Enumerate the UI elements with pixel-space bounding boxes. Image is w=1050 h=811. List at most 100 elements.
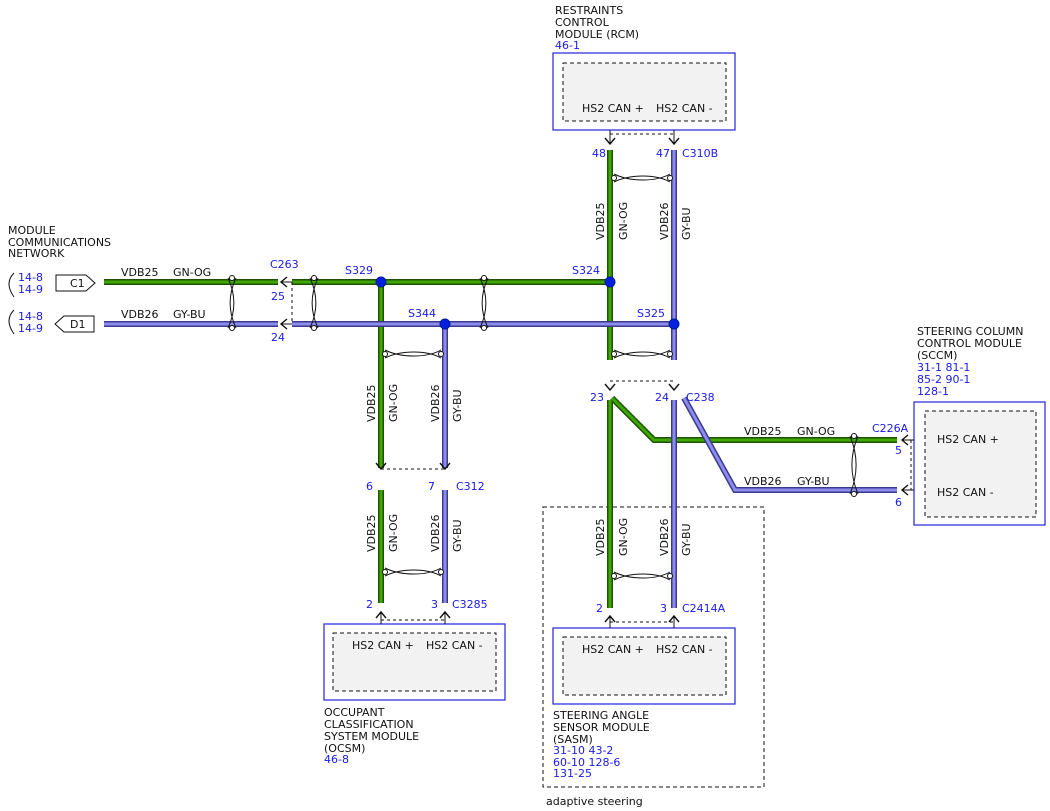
twist-left-2 xyxy=(309,275,319,331)
splice-s325-label: S325 xyxy=(637,307,665,320)
wire-label-sccm-minus-circuit: VDB26 xyxy=(744,475,782,488)
c310b-label: C310B xyxy=(682,147,718,160)
splice-s324-dot xyxy=(604,276,616,288)
network-title-line-3: NETWORK xyxy=(8,247,65,260)
rcm-name-line-2: CONTROL xyxy=(555,16,610,29)
sasm-module: HS2 CAN + HS2 CAN - xyxy=(552,627,736,705)
twist-rcm xyxy=(611,173,673,183)
sasm-name-line-1: STEERING ANGLE xyxy=(553,709,649,722)
d1-ref-2: 14-9 xyxy=(18,322,43,335)
c312-label: C312 xyxy=(456,480,485,493)
c2414a-pin-2: 2 xyxy=(596,602,603,615)
c238-pin-23: 23 xyxy=(590,391,604,404)
c1-offpage-connector[interactable]: C1 xyxy=(55,274,96,292)
sasm-pin-plus: HS2 CAN + xyxy=(582,643,644,656)
splice-s329-label: S329 xyxy=(345,264,373,277)
c3285-label: C3285 xyxy=(452,598,488,611)
sccm-module: HS2 CAN + HS2 CAN - xyxy=(913,401,1046,526)
wire-label-ocsm-upper-minus-circuit: VDB26 xyxy=(429,384,442,422)
wire-label-rcm-plus-color: GN-OG xyxy=(617,202,630,240)
connector-symbols xyxy=(279,130,914,628)
sccm-pin-minus: HS2 CAN - xyxy=(937,486,994,499)
rcm-name-line-1: RESTRAINTS xyxy=(555,4,623,17)
wire-label-sasm-minus-color: GY-BU xyxy=(680,523,693,556)
sasm-option-note: adaptive steering xyxy=(546,795,643,808)
c263-connector-symbol xyxy=(279,276,293,330)
rcm-pin-minus: HS2 CAN - xyxy=(656,102,713,115)
wire-label-ocsm-lower-minus-color: GY-BU xyxy=(451,519,464,552)
splice-points xyxy=(375,276,680,330)
c238-label: C238 xyxy=(686,391,715,404)
sccm-ref-line-1: 31-1 81-1 xyxy=(917,361,970,374)
sccm-name-line-3: (SCCM) xyxy=(917,349,957,362)
sccm-name-line-2: CONTROL MODULE xyxy=(917,337,1022,350)
ocsm-name-line-3: SYSTEM MODULE xyxy=(324,730,419,743)
c3285-pin-2: 2 xyxy=(366,598,373,611)
rcm-pin-plus: HS2 CAN + xyxy=(582,102,644,115)
c226a-pin-6: 6 xyxy=(895,496,902,509)
wire-label-sccm-plus-color: GN-OG xyxy=(797,425,835,438)
splice-s344-label: S344 xyxy=(408,307,436,320)
c312-pin-7: 7 xyxy=(428,480,435,493)
green-wires xyxy=(104,150,897,608)
sasm-ref-line-1: 31-10 43-2 xyxy=(553,744,613,757)
twist-ocsm xyxy=(382,567,444,577)
wire-label-d1-color: GY-BU xyxy=(173,308,206,321)
sasm-name-line-2: SENSOR MODULE xyxy=(553,721,650,734)
rcm-name-line-3: MODULE (RCM) xyxy=(555,28,639,41)
c310b-pin-47: 47 xyxy=(656,147,670,160)
c238-connector-symbol xyxy=(604,380,680,392)
c310b-connector-symbol xyxy=(604,130,680,146)
sasm-option-boundary xyxy=(542,506,765,788)
wire-c238-to-c226a-minus xyxy=(681,396,897,493)
c226a-pin-5: 5 xyxy=(895,444,902,457)
d1-ref-1: 14-8 xyxy=(18,310,43,323)
rcm-module: HS2 CAN + HS2 CAN - xyxy=(552,52,736,131)
c2414a-label: C2414A xyxy=(682,602,726,615)
sccm-ref-line-2: 85-2 90-1 xyxy=(917,373,970,386)
wire-label-ocsm-lower-plus-color: GN-OG xyxy=(387,514,400,552)
sasm-title: STEERING ANGLE SENSOR MODULE (SASM) 31-1… xyxy=(546,709,650,808)
network-title: MODULE COMMUNICATIONS NETWORK xyxy=(8,224,111,260)
twist-left-1 xyxy=(227,275,237,331)
ocsm-module: HS2 CAN + HS2 CAN - xyxy=(323,623,506,701)
c263-label: C263 xyxy=(270,258,299,271)
ocsm-name-line-4: (OCSM) xyxy=(324,742,365,755)
network-title-line-1: MODULE xyxy=(8,224,56,237)
wire-label-ocsm-upper-plus-circuit: VDB25 xyxy=(365,384,378,422)
ocsm-name-line-2: CLASSIFICATION xyxy=(324,718,414,731)
c226a-connector-symbol xyxy=(900,434,914,496)
twist-s324 xyxy=(611,349,673,359)
c310b-pin-48: 48 xyxy=(592,147,606,160)
c2414a-pin-3: 3 xyxy=(660,602,667,615)
wire-label-sasm-minus-circuit: VDB26 xyxy=(658,518,671,556)
splice-s325-dot xyxy=(668,318,680,330)
ocsm-ref: 46-8 xyxy=(324,753,349,766)
twist-s329 xyxy=(382,349,444,359)
d1-label: D1 xyxy=(70,318,85,331)
rcm-title: RESTRAINTS CONTROL MODULE (RCM) 46-1 xyxy=(555,4,639,52)
c3285-connector-symbol xyxy=(375,610,451,624)
wire-label-rcm-plus-circuit: VDB25 xyxy=(594,202,607,240)
ocsm-pin-minus: HS2 CAN - xyxy=(426,639,483,652)
sccm-ref-line-3: 128-1 xyxy=(917,385,949,398)
c1-label: C1 xyxy=(70,277,85,290)
blue-wires xyxy=(104,150,897,608)
wire-label-ocsm-upper-plus-color: GN-OG xyxy=(387,384,400,422)
c1-ref-bracket xyxy=(8,272,15,298)
wire-label-c1-circuit: VDB25 xyxy=(121,266,159,279)
sasm-name-line-3: (SASM) xyxy=(553,733,593,746)
d1-offpage-connector[interactable]: D1 xyxy=(54,315,95,333)
twisted-pair-markers xyxy=(227,173,859,581)
wire-label-d1-circuit: VDB26 xyxy=(121,308,159,321)
c226a-label: C226A xyxy=(872,422,909,435)
c1-ref-2: 14-9 xyxy=(18,283,43,296)
ocsm-name-line-1: OCCUPANT xyxy=(324,706,385,719)
splice-s344-dot xyxy=(439,318,451,330)
wire-label-sccm-minus-color: GY-BU xyxy=(797,475,830,488)
c263-pin-25: 25 xyxy=(271,290,285,303)
splice-s329-dot xyxy=(375,276,387,288)
wire-label-sccm-plus-circuit: VDB25 xyxy=(744,425,782,438)
wire-label-sasm-plus-color: GN-OG xyxy=(617,518,630,556)
